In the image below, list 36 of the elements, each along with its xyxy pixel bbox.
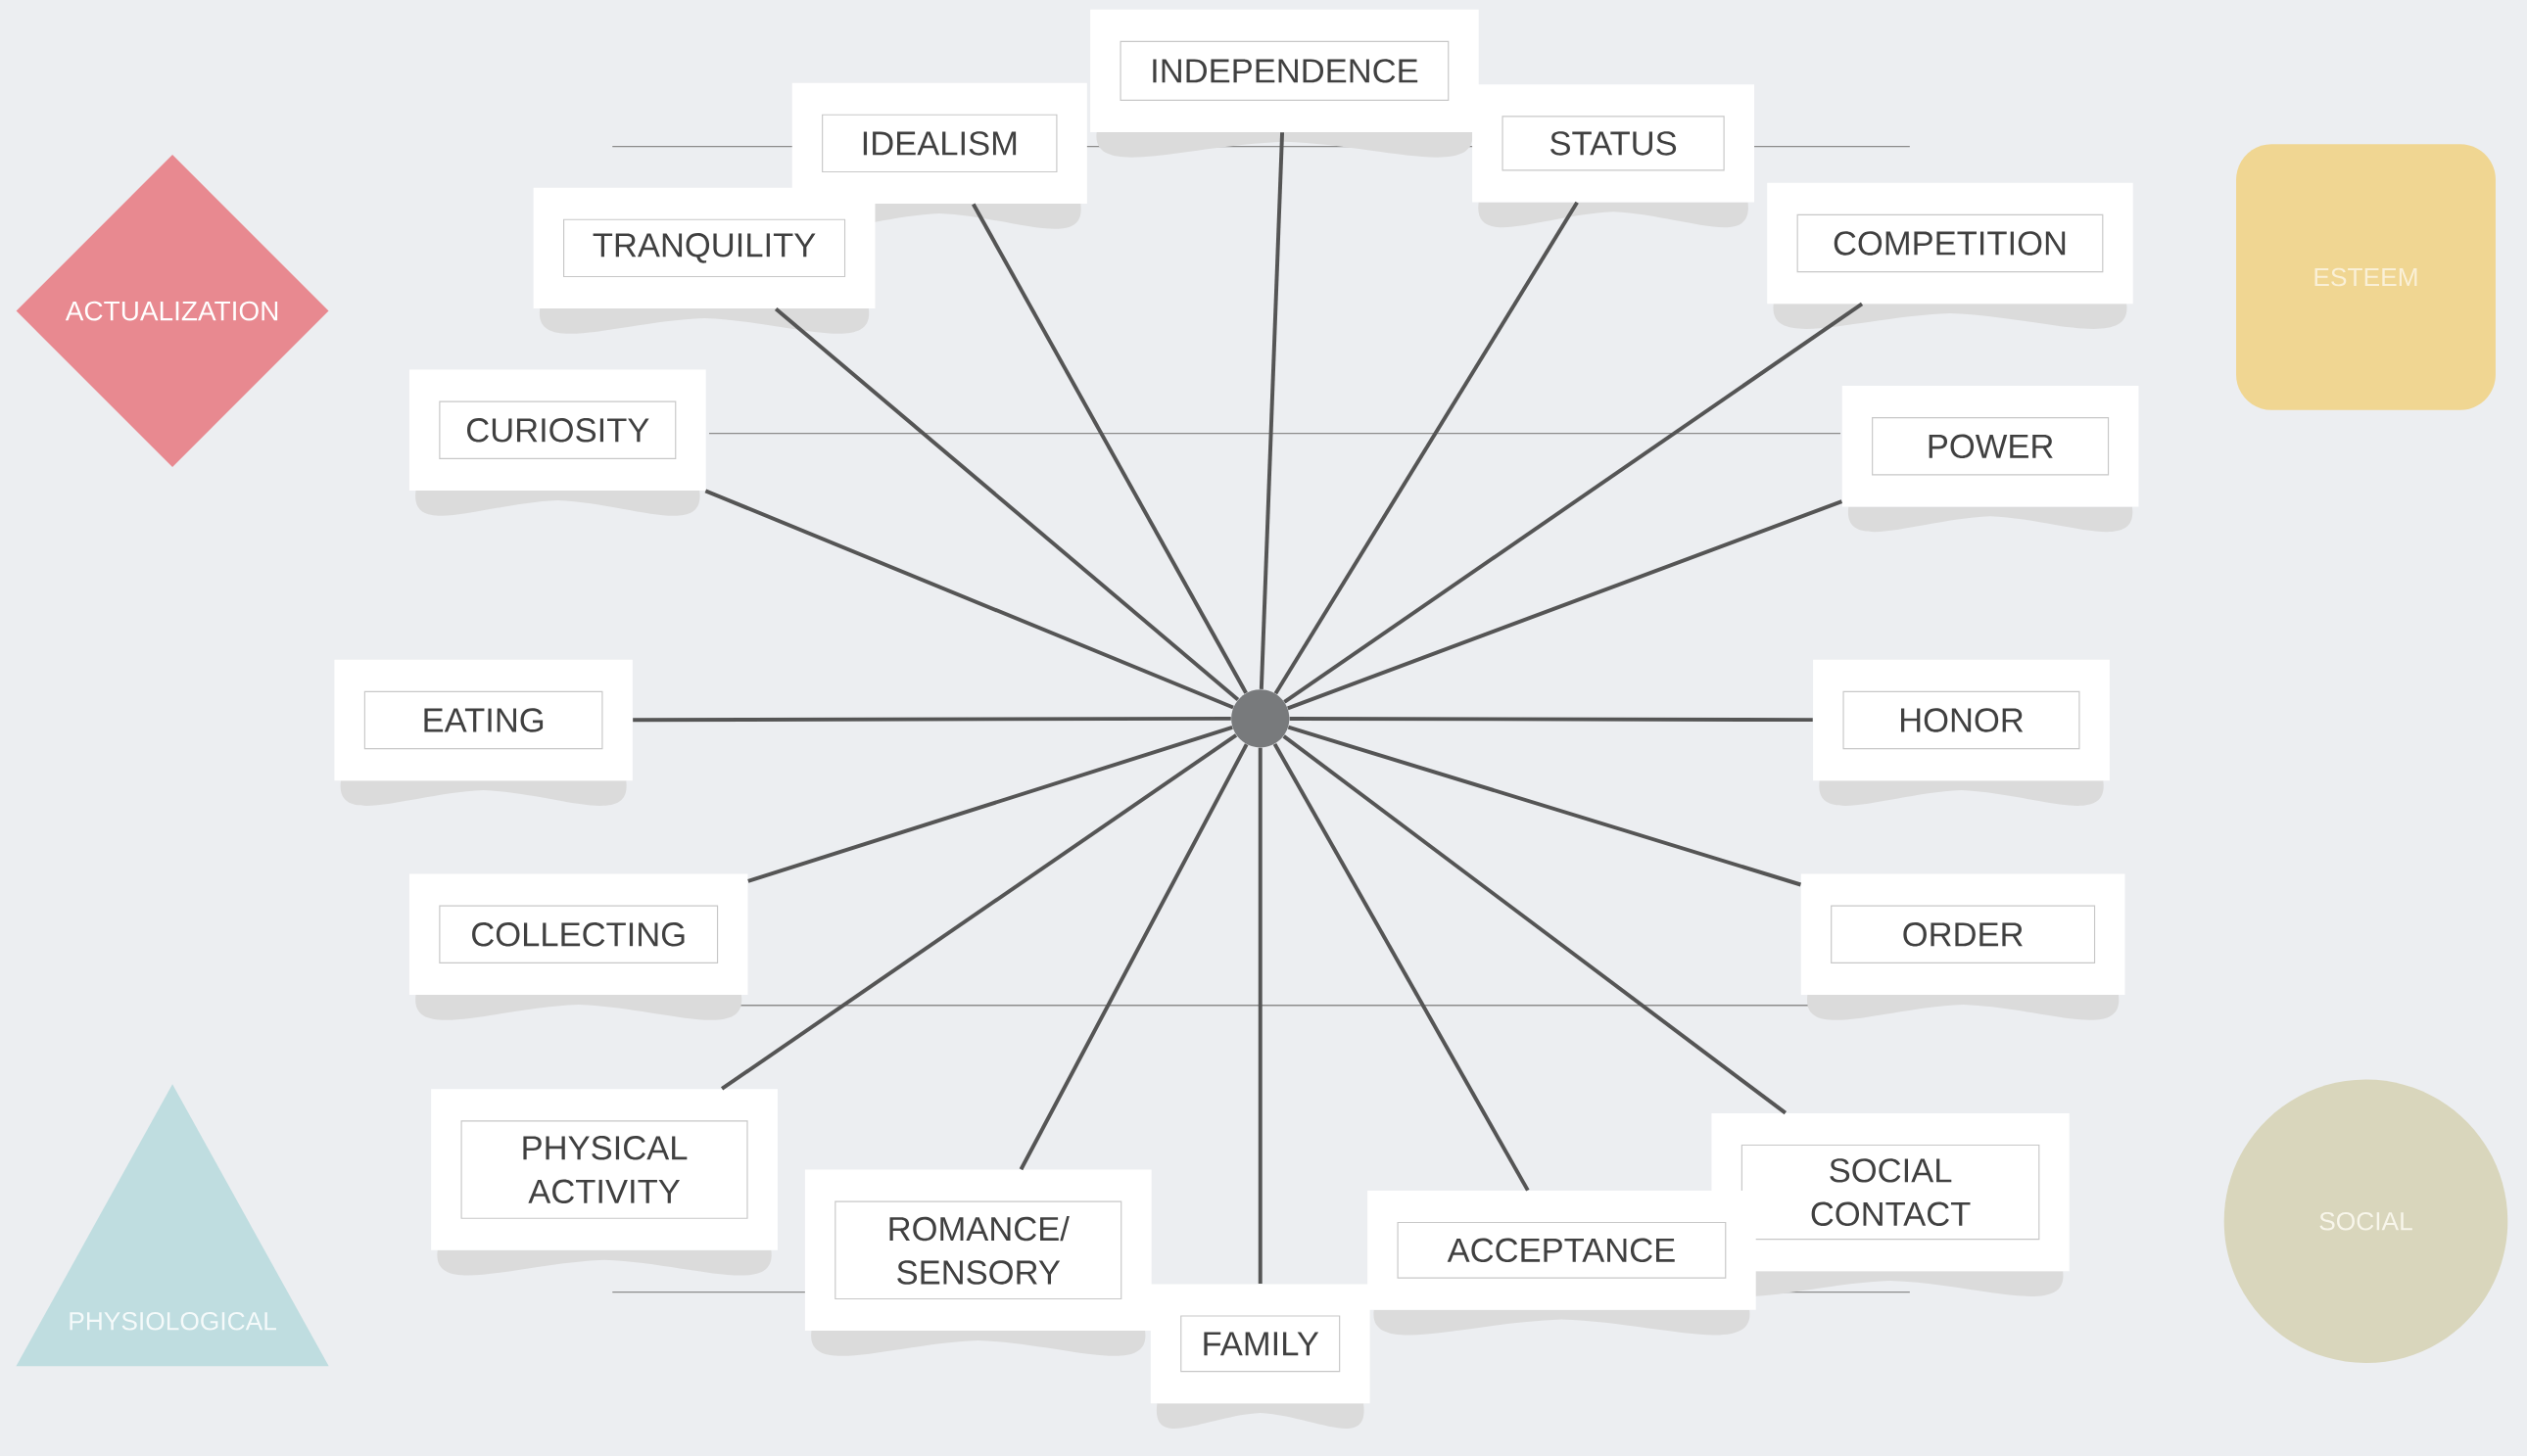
hub-circle [1231, 689, 1290, 748]
spoke-line [1258, 747, 1263, 1284]
spoke-line [1272, 742, 1530, 1192]
label-box: CURIOSITY [408, 369, 706, 516]
label-box: TRANQUILITY [533, 187, 876, 334]
node-label: SOCIAL CONTACT [1811, 1157, 1971, 1226]
spoke-line [1287, 725, 1801, 887]
label-box: ACCEPTANCE [1367, 1190, 1756, 1336]
spoke-line [1259, 131, 1285, 689]
label-box: ORDER [1800, 873, 2125, 1020]
spoke-line [774, 306, 1240, 701]
label-box: ROMANCE/ SENSORY [804, 1169, 1152, 1356]
spoke-line [633, 716, 1231, 722]
label-box: EATING [334, 659, 633, 806]
rounded-box: ESTEEM [2236, 144, 2496, 410]
label-box: POWER [1841, 385, 2139, 532]
spoke-line [747, 725, 1233, 883]
label-box: SOCIAL CONTACT [1711, 1112, 2070, 1296]
spoke-line [704, 489, 1234, 710]
label-box: STATUS [1472, 84, 1755, 227]
spoke-line [1019, 743, 1249, 1170]
spoke-line [1289, 716, 1813, 722]
label-box: COMPETITION [1767, 182, 2133, 329]
spoke-line [972, 203, 1248, 694]
node-label: ACCEPTANCE [1447, 1238, 1675, 1262]
label-box: INDEPENDENCE [1090, 9, 1479, 158]
spoke-line [1273, 201, 1579, 695]
spoke-line [1282, 734, 1788, 1114]
spoke-line [1283, 302, 1864, 704]
label-box: HONOR [1813, 659, 2110, 806]
label-box: COLLECTING [408, 873, 748, 1020]
spoke-line [720, 732, 1238, 1091]
label-box: PHYSICAL ACTIVITY [431, 1089, 778, 1276]
spoke-line [1287, 499, 1843, 710]
label-box: IDEALISM [791, 82, 1087, 229]
label-box: FAMILY [1150, 1284, 1370, 1429]
